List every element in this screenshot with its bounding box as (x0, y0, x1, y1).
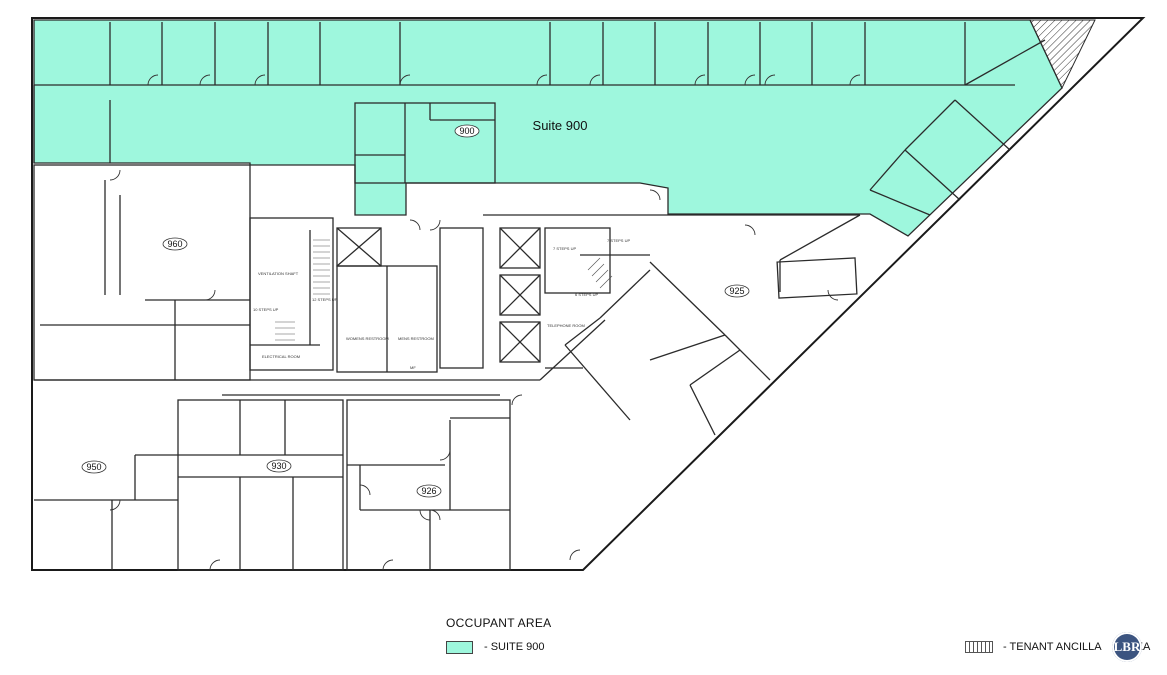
suite-950 (34, 379, 178, 570)
logo-text: LBR (1113, 639, 1141, 654)
suite-900-title: Suite 900 (533, 118, 588, 133)
suite-tag-900: 900 (454, 124, 480, 138)
label-steps-12: 12 STEPS UP (312, 297, 338, 302)
label-steps-7b: 7 STEPS UP (607, 238, 630, 243)
legend-title: OCCUPANT AREA (446, 616, 552, 630)
doors (109, 169, 839, 571)
suite-926 (346, 399, 511, 571)
suite-tag-925: 925 (724, 284, 750, 298)
corridor (175, 319, 606, 419)
legend-ancillary-text: - TENANT ANCILLA (1003, 641, 1102, 653)
legend-suite-900-label: - SUITE 900 (484, 641, 545, 653)
north-offices (33, 22, 1015, 163)
label-steps-6: 6 STEPS UP (575, 292, 598, 297)
suite-900-entry (354, 102, 496, 184)
suite-tag-950: 950 (81, 460, 107, 474)
label-steps-7a: 7 STEPS UP (553, 246, 576, 251)
suite-tag-926: 926 (416, 484, 442, 498)
diagonal-offices (869, 39, 1046, 216)
label-steps-10: 10 STEPS UP (253, 307, 279, 312)
label-mens: MENS RESTROOM (398, 336, 434, 341)
suite-930 (177, 399, 344, 571)
legend-ancillary-swatch (965, 641, 993, 653)
label-electrical: ELECTRICAL ROOM (262, 354, 300, 359)
label-womens: WOMENS RESTROOM (346, 336, 389, 341)
suite-960 (33, 164, 251, 381)
legend-suite-900-swatch (446, 641, 473, 654)
stair-treads (275, 239, 613, 341)
suite-tag-960: 960 (162, 237, 188, 251)
building-outline (31, 17, 1146, 571)
north-office-doors (147, 74, 861, 86)
svg-text:930: 930 (271, 461, 286, 471)
suite-925 (564, 214, 861, 436)
building-core (249, 214, 665, 373)
label-telephone: TELEPHONE ROOM (547, 323, 585, 328)
svg-text:926: 926 (421, 486, 436, 496)
label-ventilation: VENTILATION SHAFT (258, 271, 299, 276)
suite-900-area (33, 19, 1063, 237)
svg-text:950: 950 (86, 462, 101, 472)
lbrea-logo: LBR (1112, 632, 1142, 662)
ancillary-area (1029, 19, 1096, 90)
svg-text:925: 925 (729, 286, 744, 296)
svg-text:960: 960 (167, 239, 182, 249)
svg-text:900: 900 (459, 126, 474, 136)
label-mf: MF (410, 365, 416, 370)
suite-tag-930: 930 (266, 459, 292, 473)
